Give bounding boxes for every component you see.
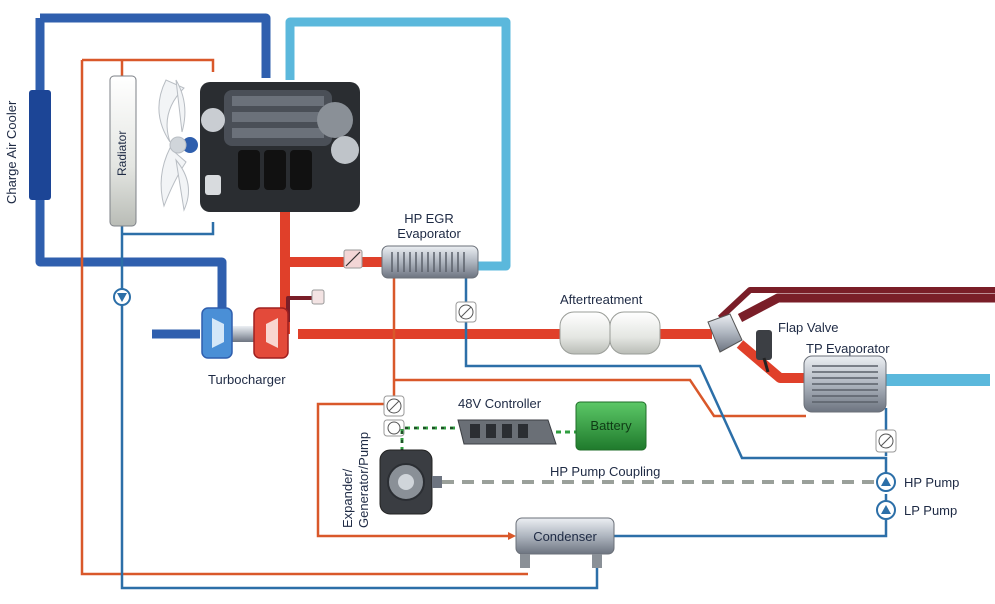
tp-evaporator-label: TP Evaporator <box>806 341 890 356</box>
charge-air-cooler-core <box>29 90 51 200</box>
expander-generator-pump <box>379 449 442 515</box>
hp-pump-label: HP Pump <box>904 475 960 490</box>
flap-valve-label: Flap Valve <box>778 320 839 335</box>
tp-evaporator <box>803 355 887 413</box>
aftertreatment-label: Aftertreatment <box>560 292 643 307</box>
flap-valve <box>707 313 772 373</box>
charge-air-cooler-label: Charge Air Cooler <box>4 100 19 204</box>
hp-egr-label-line1: HP EGR <box>404 211 454 226</box>
valve-icon <box>383 395 405 417</box>
hp-pump-icon <box>876 472 896 492</box>
battery-label: Battery <box>590 418 632 433</box>
expander-label-line2: Generator/Pump <box>356 431 371 528</box>
coolant-loop-light <box>285 17 511 271</box>
expander-label-line1: Expander/ <box>340 468 355 528</box>
controller-48v <box>457 419 557 445</box>
exhaust-bypass-valve-icon <box>311 289 325 305</box>
lp-pump-icon <box>876 500 896 520</box>
lp-pump-label: LP Pump <box>904 503 958 518</box>
cooling-fan <box>158 79 189 212</box>
hp-egr-evaporator <box>381 245 479 279</box>
valve-icon <box>455 301 477 323</box>
aftertreatment <box>559 311 661 355</box>
coolant-pump-icon <box>113 288 131 306</box>
radiator-loop <box>80 58 599 590</box>
hp-pump-coupling-label: HP Pump Coupling <box>550 464 661 479</box>
condenser-label: Condenser <box>533 529 597 544</box>
turbocharger <box>201 307 289 359</box>
controller-48v-label: 48V Controller <box>458 396 542 411</box>
working-fluid-cold <box>464 276 888 538</box>
valve-icon <box>875 429 897 453</box>
exhaust-path <box>280 210 995 386</box>
turbocharger-label: Turbocharger <box>208 372 286 387</box>
controller-wiring <box>400 426 578 452</box>
valve-icon <box>383 419 405 437</box>
radiator-label: Radiator <box>115 130 129 176</box>
battery <box>575 401 647 451</box>
hp-egr-label-line2: Evaporator <box>397 226 461 241</box>
radiator <box>109 75 137 227</box>
engine <box>182 82 360 212</box>
egr-valve-icon <box>343 249 363 269</box>
condenser <box>515 517 615 568</box>
